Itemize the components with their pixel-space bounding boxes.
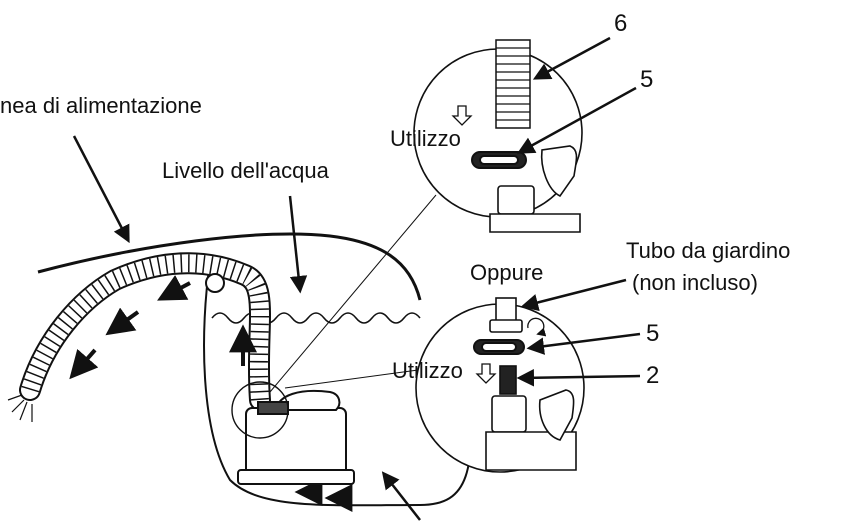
corrugated-hose: [19, 252, 271, 411]
pointer-water-level: [288, 195, 308, 294]
adapter-detail: [499, 365, 517, 395]
label-or: Oppure: [470, 260, 544, 285]
callout-number-5-top: 5: [640, 66, 654, 93]
pointer-bottom: [381, 471, 421, 521]
pointer-6: [532, 36, 611, 80]
label-usage-bottom: Utilizzo: [392, 358, 463, 383]
label-garden-hose-2: (non incluso): [632, 270, 758, 295]
water-basin-outline: [203, 261, 473, 507]
callout-number-5-bottom: 5: [646, 320, 660, 347]
connector-line-top: [269, 194, 437, 393]
label-power-line: nea di alimentazione: [0, 93, 202, 118]
label-garden-hose-1: Tubo da giardino: [626, 238, 791, 263]
pointer-garden-hose: [520, 278, 627, 312]
label-usage-top: Utilizzo: [390, 126, 461, 151]
callout-number-2: 2: [646, 362, 660, 389]
callout-number-6: 6: [614, 10, 628, 37]
pointer-2: [516, 369, 641, 387]
down-arrow-icon-bottom: [475, 363, 497, 384]
rotate-icon: [527, 317, 547, 337]
label-water-level: Livello dell'acqua: [162, 158, 329, 183]
pump-body: [237, 389, 355, 485]
pump-outlet-circle: [231, 381, 289, 439]
hose-segment-detail: [495, 39, 531, 129]
pump-outlet-detail-top: [489, 145, 581, 233]
pump-outlet-detail-bottom: [485, 389, 577, 471]
hose-clamp-detail: [471, 151, 527, 169]
down-arrow-icon: [451, 105, 473, 126]
garden-hose-detail: [489, 297, 523, 333]
power-cable: [37, 232, 422, 301]
hose-clip: [205, 273, 225, 293]
hose-clamp-detail-bottom: [473, 339, 525, 355]
pointer-5-bottom: [526, 332, 641, 355]
water-spray-icon: [7, 394, 33, 422]
flow-arrows: [69, 275, 353, 512]
water-surface-wave: [211, 312, 421, 324]
connector-line-bottom: [284, 369, 419, 389]
pointer-power-line: [72, 135, 130, 244]
pointer-5-top: [516, 86, 637, 154]
